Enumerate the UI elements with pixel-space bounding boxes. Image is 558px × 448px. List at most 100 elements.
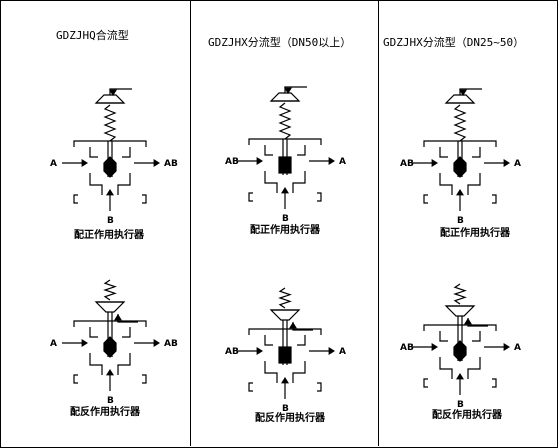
bonnet-flange [248,138,322,145]
port-label-right: AB [164,159,178,169]
spring [453,104,467,142]
port-label-right: A [514,343,521,353]
port-label-bottom: B [282,404,289,414]
bonnet-flange [73,140,147,147]
right-bracket [492,378,497,388]
diaphragm-actuator [444,94,476,104]
valve-plug [278,346,292,364]
body-right-lower [467,357,481,379]
body-right-lower [292,171,306,193]
left-bracket [73,374,78,384]
left-flow-arrow [431,159,438,167]
caption-hq-direct: 配正作用执行器 [74,230,144,241]
body-left-lower [264,171,278,193]
right-flow-arrow [328,157,335,165]
column-title-hx-dn50: GDZJHX分流型（DN50以上） [208,36,352,49]
diaphragm-actuator [444,305,476,317]
valve-plug [103,336,117,358]
body-left-upper [439,331,448,342]
body-left-lower [439,173,453,195]
left-bracket [248,192,253,202]
bonnet-flange [423,140,497,147]
port-label-left: AB [400,343,414,353]
body-left-lower [89,173,103,195]
signal-arrow [464,318,472,325]
body-left-lower [439,357,453,379]
right-bracket [317,382,322,392]
right-bracket [142,194,147,204]
body-left-upper [264,145,273,156]
left-flow-arrow [256,347,263,355]
caption-hx25-reverse: 配反作用执行器 [432,410,502,421]
bottom-flow-arrow [281,187,289,194]
bonnet-flange [248,328,322,335]
signal-arrow [114,314,122,321]
valve-plug [278,156,292,174]
spring [103,279,117,301]
spring [278,287,292,309]
right-flow-arrow [503,159,510,167]
port-label-bottom: B [457,400,464,410]
valve-plug [103,156,117,178]
left-flow-arrow [81,159,88,167]
diaphragm-actuator [94,94,126,104]
right-flow-arrow [153,339,160,347]
port-label-left: AB [225,347,239,357]
body-left-upper [89,147,98,158]
right-bracket [142,374,147,384]
body-left-upper [264,335,273,346]
signal-arrow [289,322,297,329]
body-right-upper [122,327,131,338]
port-label-left: A [50,339,57,349]
left-bracket [248,382,253,392]
left-flow-arrow [256,157,263,165]
valve-plug [453,156,467,178]
left-flow-arrow [81,339,88,347]
left-bracket [423,378,428,388]
column-divider-2 [378,0,379,446]
body-right-upper [472,147,481,158]
diaphragm-actuator [94,301,126,313]
body-right-upper [297,145,306,156]
bottom-flow-arrow [281,377,289,384]
column-title-hx-dn25: GDZJHX分流型（DN25~50） [383,36,525,49]
port-label-right: AB [164,339,178,349]
diaphragm-actuator [269,309,301,321]
spring [453,283,467,305]
right-flow-arrow [153,159,160,167]
bottom-flow-arrow [456,189,464,196]
body-left-lower [264,361,278,383]
body-right-lower [292,361,306,383]
signal-line [459,88,482,95]
caption-hq-reverse: 配反作用执行器 [70,407,140,418]
port-label-bottom: B [457,216,464,226]
body-right-upper [472,331,481,342]
left-bracket [423,194,428,204]
bottom-flow-arrow [106,189,114,196]
spring [278,102,292,140]
right-flow-arrow [503,343,510,351]
body-right-upper [122,147,131,158]
valve-plug [453,340,467,362]
port-label-bottom: B [282,214,289,224]
column-title-hq: GDZJHQ合流型 [56,29,129,42]
bottom-flow-arrow [456,373,464,380]
signal-arrow [284,87,292,94]
right-bracket [492,194,497,204]
body-left-upper [439,147,448,158]
spring [103,104,117,142]
port-label-left: AB [400,159,414,169]
body-left-upper [89,327,98,338]
port-label-right: A [339,157,346,167]
diaphragm-actuator [269,92,301,102]
right-flow-arrow [328,347,335,355]
body-right-lower [467,173,481,195]
left-flow-arrow [431,343,438,351]
body-right-lower [117,173,131,195]
body-right-upper [297,335,306,346]
signal-line [109,88,132,95]
port-label-right: A [339,347,346,357]
